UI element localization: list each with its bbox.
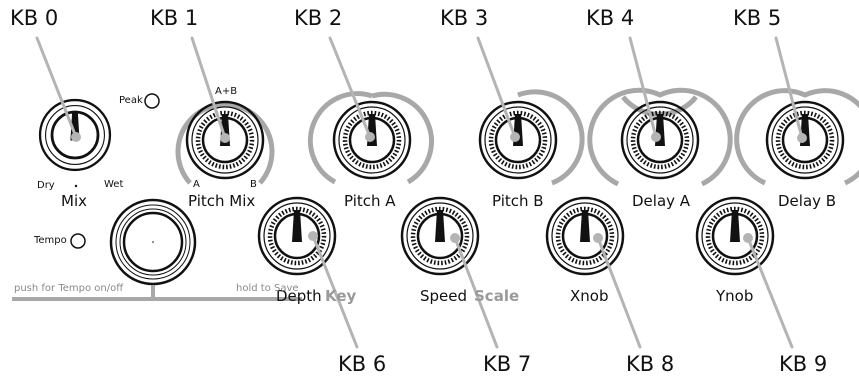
xnob-label: Xnob [570, 287, 609, 305]
callout-kb6: KB 6 [338, 352, 387, 376]
hold-save-label: hold to Save [236, 283, 299, 294]
mix-label: Mix [61, 192, 87, 210]
ynob-knob[interactable] [697, 198, 773, 274]
pitch-a-label: Pitch A [344, 192, 396, 210]
b-label: B [250, 179, 257, 190]
delay-a-arc-sides [587, 87, 733, 187]
callout-dots [71, 132, 807, 243]
push-tempo-label: push for Tempo on/off [14, 283, 124, 294]
callout-kb5: KB 5 [733, 6, 782, 30]
delay-b-arc [734, 88, 859, 186]
wet-label: Wet [104, 179, 124, 190]
callout-kb1: KB 1 [150, 6, 199, 30]
scale-label: Scale [474, 287, 520, 305]
callout-kb8: KB 8 [626, 352, 675, 376]
peak-led-icon [144, 93, 160, 109]
ynob-label: Ynob [716, 287, 754, 305]
callout-kb3: KB 3 [440, 6, 489, 30]
tempo-footswitch[interactable] [109, 198, 197, 286]
callout-kb9: KB 9 [779, 352, 828, 376]
peak-label: Peak [119, 95, 143, 106]
pitch-b-arc [517, 89, 585, 186]
callout-kb7: KB 7 [483, 352, 532, 376]
pitch-b-label: Pitch B [492, 192, 544, 210]
depth-label: Depth [276, 287, 322, 305]
mix-center-dot [74, 184, 78, 188]
tempo-led-icon [70, 233, 86, 249]
delay-a-label: Delay A [632, 192, 691, 210]
a-plus-b-label: A+B [215, 86, 238, 97]
xnob-knob[interactable] [547, 198, 623, 274]
speed-knob[interactable] [402, 198, 478, 274]
callout-kb4: KB 4 [586, 6, 635, 30]
delay-b-label: Delay B [778, 192, 837, 210]
a-label: A [193, 179, 200, 190]
pitch-a-arc-right [371, 91, 434, 185]
callout-kb2: KB 2 [294, 6, 343, 30]
pitch-mix-arc [175, 102, 275, 185]
tempo-label: Tempo [34, 235, 67, 246]
key-label: Key [325, 287, 357, 305]
pitch-mix-label: Pitch Mix [188, 192, 256, 210]
speed-label: Speed [420, 287, 468, 305]
callout-lines [35, 36, 804, 349]
callout-kb0: KB 0 [10, 6, 59, 30]
dry-label: Dry [37, 180, 55, 191]
